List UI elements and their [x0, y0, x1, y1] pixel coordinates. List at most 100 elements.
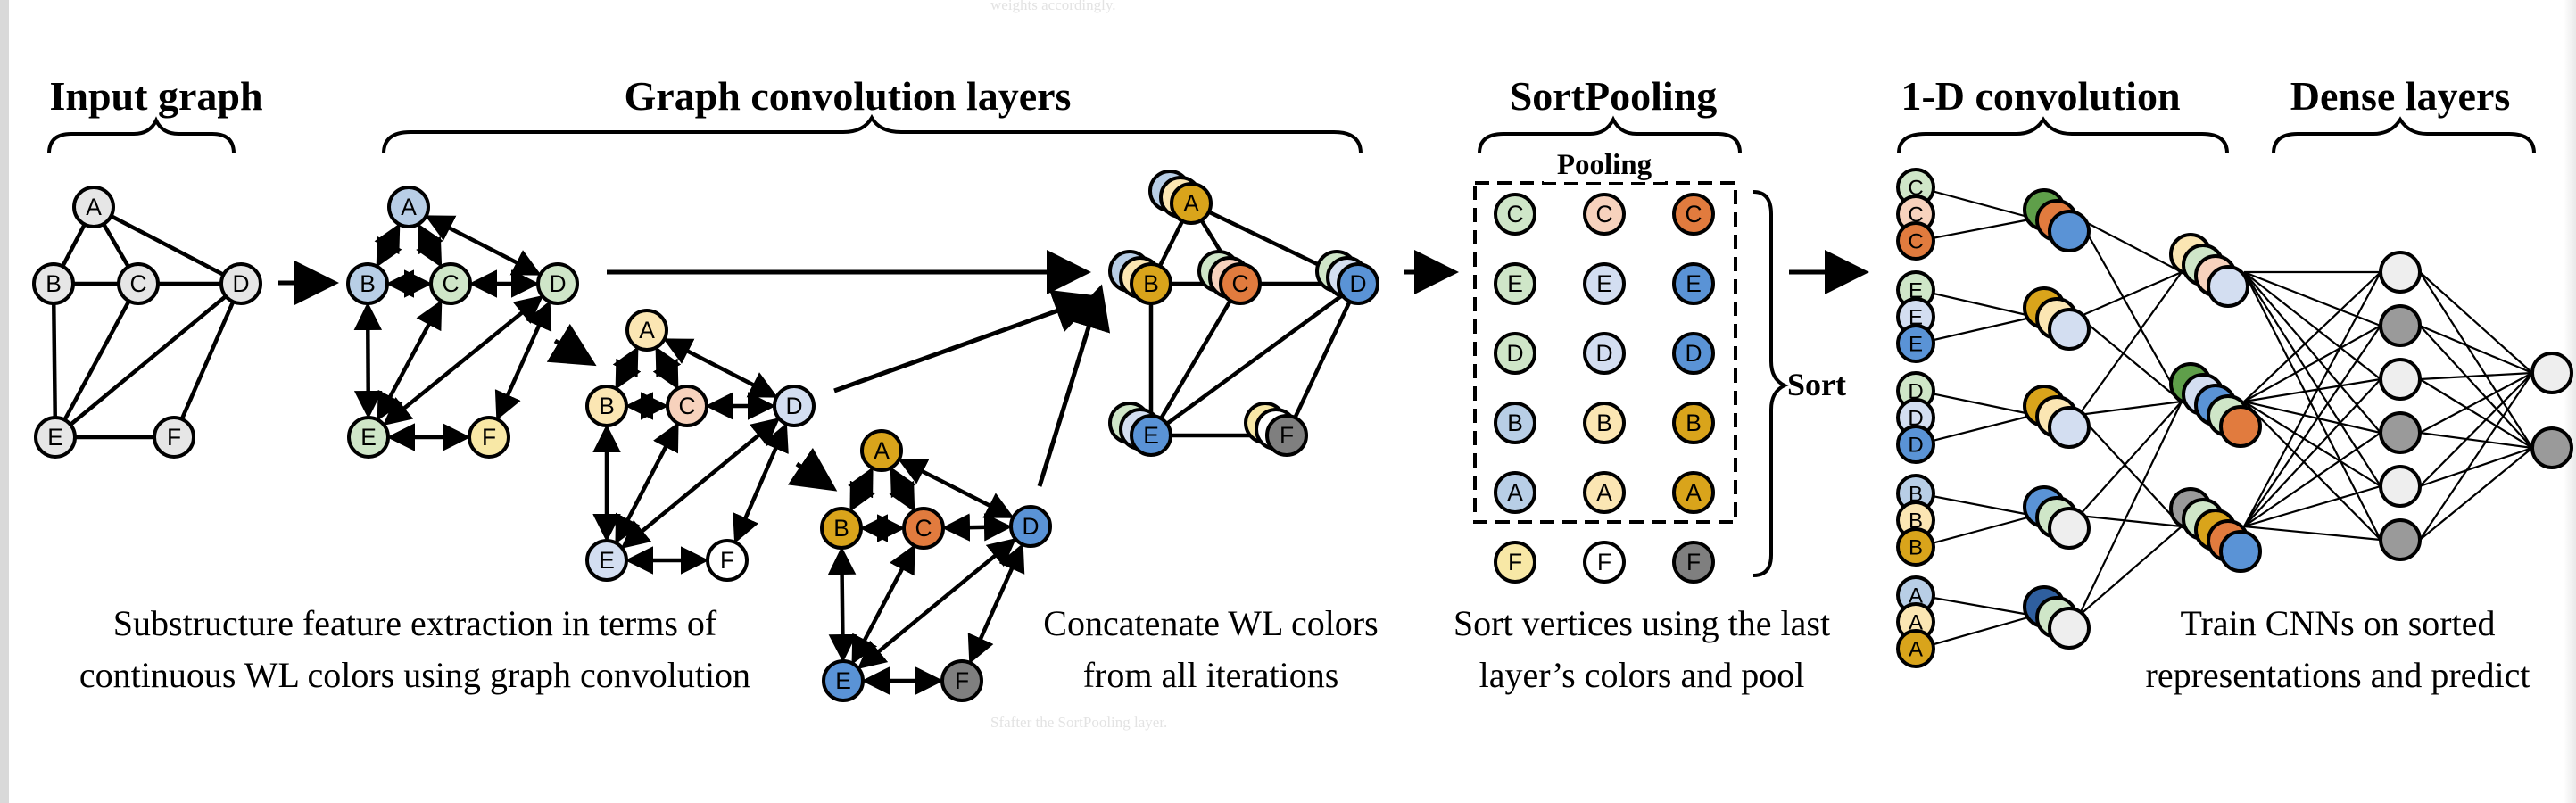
sort-cell-r3-c2-label: D	[1595, 340, 1612, 367]
gc-layer1-edge-AB	[374, 223, 402, 268]
gc-layer2-node-C: C	[666, 385, 708, 427]
pooling-label-bg	[1544, 150, 1665, 182]
conn-filter3-out3	[2078, 414, 2183, 527]
gc-layer1-node-A-label: A	[401, 194, 417, 220]
gc-layer2-edge-AB	[612, 346, 642, 390]
conn-out2-hidden1	[2243, 271, 2381, 402]
conv-filter1-node3	[2048, 210, 2091, 252]
conv-output1-node4	[2207, 265, 2249, 308]
section-braces	[47, 113, 2536, 577]
input-graph-edge-AD	[110, 214, 225, 277]
flow-arrow-gc2-to-concat	[833, 289, 1099, 393]
caption-substructure-line2: continuous WL colors using graph convolu…	[79, 655, 750, 695]
gc-layer2-edge-CE	[615, 422, 679, 544]
input-graph-edge-AB	[61, 223, 87, 268]
conv-input5-node2-label: A	[1909, 610, 1923, 634]
gc-layer3-edge-BE	[827, 546, 857, 663]
label-pooling: Pooling	[1557, 149, 1652, 181]
conn-out1-hidden5	[2243, 271, 2381, 487]
gc-layer2-node-A: A	[625, 309, 668, 352]
conn-out1-hidden3	[2243, 271, 2381, 380]
sort-cell-r2-c1-label: E	[1507, 270, 1523, 297]
conn-input3-filter3	[1918, 413, 2035, 446]
concat-node-B-layer3-label: B	[1143, 270, 1159, 297]
sort-cell-r5-c1: A	[1494, 471, 1536, 514]
sort-cell-r2-c3-label: E	[1686, 270, 1702, 297]
conv-input1-node2-label: C	[1908, 203, 1923, 227]
conv-input1-node1-label: C	[1908, 176, 1923, 200]
conn-input2-filter2	[1918, 315, 2035, 345]
gc-layer1-edges	[353, 215, 552, 451]
concat-node-A-layer3-label: A	[1183, 190, 1199, 217]
conn-filter5-out2	[2078, 401, 2183, 617]
caption-substructure-line1: Substructure feature extraction in terms…	[113, 603, 717, 643]
ghost-text-top: weights accordingly.	[990, 0, 1116, 13]
conn-out3-hidden4	[2243, 432, 2381, 527]
gc-layer1-edge-BE	[353, 302, 383, 419]
gc-layer3-node-E: E	[822, 659, 865, 702]
gc-layer3-node-E-label: E	[835, 667, 851, 694]
sort-cell-r2-c2: E	[1583, 262, 1626, 305]
conn-input5-filter5	[1918, 593, 2035, 617]
conn-out3-hidden1	[2243, 271, 2381, 527]
conv-input2-node1: E	[1896, 270, 1935, 310]
conn-filter2-out1	[2078, 270, 2183, 319]
gc-layer3-node-D-label: D	[1022, 513, 1039, 540]
gc-layer1-node-C: C	[429, 262, 472, 305]
conn-out1-hidden2	[2243, 270, 2381, 327]
conn-input5-filter5	[1918, 614, 2035, 650]
conn-hidden4-final2	[2419, 431, 2533, 450]
conv-input4-node2-label: B	[1909, 509, 1923, 533]
conn-out2-hidden6	[2243, 401, 2381, 541]
network-connections	[1918, 186, 2533, 650]
sort-cell-r1-c1: C	[1494, 193, 1536, 236]
title-1d-convolution: 1-D convolution	[1901, 73, 2180, 119]
brace-1d-convolution	[1897, 116, 2229, 154]
sort-cell-r2-c3: E	[1672, 262, 1715, 305]
gc-layer2-node-F-label: F	[720, 547, 734, 574]
input-graph-edge-DE	[69, 294, 228, 426]
concat-node-A-layer3: A	[1170, 182, 1213, 225]
input-graph-node-D: D	[219, 262, 262, 305]
gc-layer2-edge-AC	[652, 346, 682, 390]
conv-input4-node3: B	[1896, 527, 1935, 567]
gc-layer1-edge-AC	[416, 222, 443, 269]
brace-graph-convolution	[382, 113, 1363, 154]
sort-cell-r2-c1: E	[1494, 262, 1536, 305]
sort-cell-r6-c1: F	[1494, 541, 1536, 584]
conn-input4-filter4	[1918, 492, 2035, 517]
dense-hidden-node5	[2379, 465, 2422, 508]
conn-hidden2-final1	[2419, 324, 2533, 375]
input-graph-node-C-label: C	[129, 270, 146, 297]
label-sort: Sort	[1787, 367, 1846, 402]
gc-layer1-node-A: A	[387, 186, 430, 228]
dense-output-node1	[2530, 352, 2573, 394]
conv-input5-node1-label: A	[1909, 584, 1923, 608]
conn-filter5-out3	[2078, 526, 2183, 617]
caption-sort-line1: Sort vertices using the last	[1454, 603, 1830, 643]
concat-node-C-layer3-label: C	[1231, 270, 1248, 297]
sort-cell-r4-c2: B	[1583, 402, 1626, 444]
sort-cell-r3-c1-label: D	[1506, 340, 1523, 367]
flow-arrow-gc1-to-gc2	[546, 323, 597, 367]
conn-hidden4-final1	[2419, 372, 2533, 434]
concat-node-E-layer3-label: E	[1143, 422, 1159, 449]
conv-output2-node5	[2219, 405, 2262, 448]
gc-layer2-node-E: E	[585, 539, 628, 582]
concat-graph-edges	[1148, 201, 1361, 438]
sort-cell-r3-c1: D	[1494, 332, 1536, 375]
conn-out2-hidden3	[2243, 377, 2381, 403]
gc-layer1-edge-AD	[425, 215, 542, 276]
gc-layer3-node-A-label: A	[874, 437, 890, 464]
gc-layer1-edge-CE	[377, 300, 443, 421]
gc-layer3-edge-DF	[967, 542, 1025, 665]
conn-out1-hidden6	[2243, 271, 2381, 541]
sort-cell-r4-c2-label: B	[1596, 410, 1612, 436]
conv-input1-node3: C	[1896, 221, 1935, 261]
conv-input4-node3-label: B	[1909, 535, 1923, 559]
conv-input3-node1-label: D	[1908, 379, 1923, 403]
